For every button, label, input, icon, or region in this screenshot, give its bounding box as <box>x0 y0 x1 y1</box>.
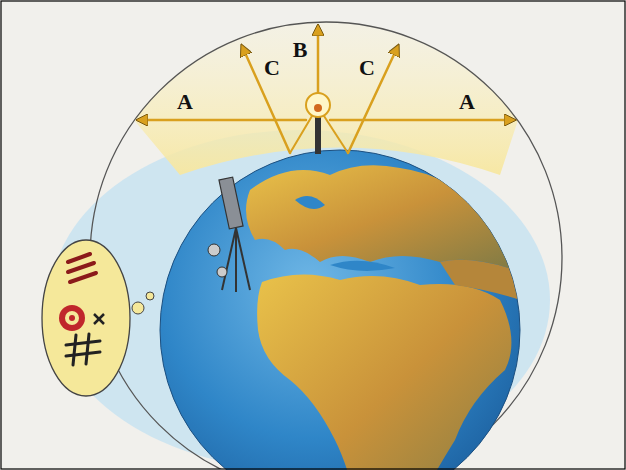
ray-label: C <box>264 57 280 79</box>
telescope <box>208 177 250 292</box>
ray-label: A <box>459 91 475 113</box>
earth-globe <box>160 150 520 470</box>
ray-label: C <box>359 57 375 79</box>
ray-label: A <box>177 91 193 113</box>
thought-bubble <box>42 240 154 396</box>
ray-label: B <box>293 39 308 61</box>
light-rays <box>138 26 514 153</box>
light-source <box>306 93 330 154</box>
